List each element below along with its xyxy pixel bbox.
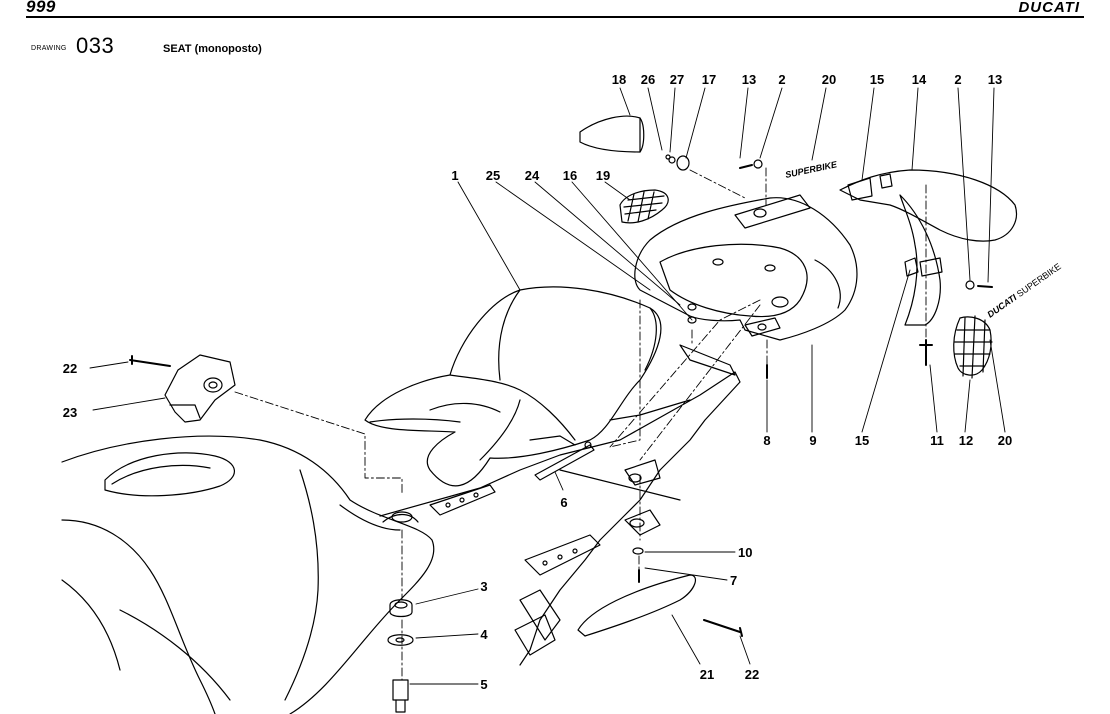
callout-label: 6: [560, 495, 567, 510]
side-panel-drawing: [577, 574, 697, 637]
callout-label: 4: [480, 627, 488, 642]
callout-label: 15: [855, 433, 869, 448]
callout-label: 22: [745, 667, 759, 682]
callout-label: 12: [959, 433, 973, 448]
svg-text:SUPERBIKE: SUPERBIKE: [1015, 261, 1063, 299]
callout-label: 5: [480, 677, 487, 692]
callout-label: 27: [670, 72, 684, 87]
fasteners-drawing: [129, 154, 993, 713]
seat-drawing: [364, 286, 662, 487]
svg-text:DUCATI: DUCATI: [985, 292, 1018, 320]
callout-label: 11: [930, 433, 944, 448]
model-number: 999: [26, 0, 56, 16]
callout-label: 18: [612, 72, 626, 87]
assembly-lines: [234, 167, 927, 681]
callout-label: 26: [641, 72, 655, 87]
callout-label: 17: [702, 72, 716, 87]
callout-label: 8: [763, 433, 770, 448]
callout-label: 1: [451, 168, 458, 183]
drawing-title: SEAT (monoposto): [163, 43, 262, 55]
callout-label: 13: [988, 72, 1002, 87]
callout-label: 22: [63, 361, 77, 376]
decal-text-lower: DUCATI SUPERBIKE: [985, 261, 1062, 319]
callout-label: 21: [700, 667, 714, 682]
callout-label: 20: [822, 72, 836, 87]
callout-label: 9: [809, 433, 816, 448]
callout-label: 2: [954, 72, 961, 87]
callout-label: 3: [480, 579, 487, 594]
brand-logo-text: DUCATI: [1018, 0, 1080, 16]
bracket-drawing: [164, 354, 236, 423]
seat-pad-drawing: [579, 115, 645, 153]
grille-drawing: [619, 189, 993, 379]
leader-lines: [89, 87, 1006, 685]
seat-hook-drawing: [534, 441, 595, 481]
callout-label: 19: [596, 168, 610, 183]
svg-text:SUPERBIKE: SUPERBIKE: [784, 159, 838, 180]
decal-text-upper: SUPERBIKE: [784, 159, 838, 180]
tail-piece-drawing: [839, 169, 1017, 326]
tail-cover-drawing: [634, 194, 858, 341]
callout-label: 25: [486, 168, 500, 183]
callout-label: 23: [63, 405, 77, 420]
drawing-label: DRAWING: [31, 45, 67, 52]
callout-label: 2: [778, 72, 785, 87]
callout-label: 20: [998, 433, 1012, 448]
callout-labels: 18 26 27 17 13 2 20 15 14 2 13 1 25 24 1…: [63, 72, 1012, 692]
callout-label: 7: [730, 573, 737, 588]
header-rule: [26, 16, 1084, 18]
callout-label: 10: [738, 545, 752, 560]
callout-label: 24: [525, 168, 540, 183]
callout-label: 16: [563, 168, 577, 183]
drawing-number: 033: [76, 33, 115, 58]
callout-label: 14: [912, 72, 927, 87]
callout-label: 13: [742, 72, 756, 87]
callout-label: 15: [870, 72, 884, 87]
fuel-tank-drawing: [61, 435, 435, 714]
